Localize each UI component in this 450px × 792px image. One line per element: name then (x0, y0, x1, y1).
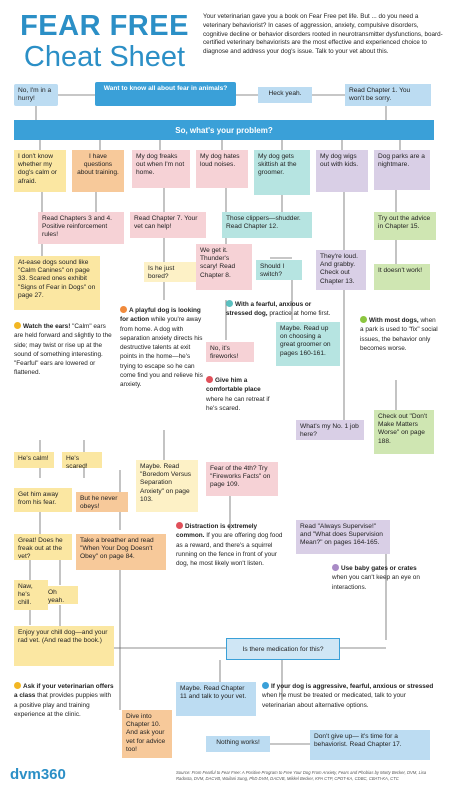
no-hurry-node: No, I'm in a hurry! (14, 84, 58, 106)
calm-canines-node: At-ease dogs sound like "Calm Canines" o… (14, 256, 100, 310)
tip-fearful-heading: With a fearful, anxious or stressed dog, (226, 301, 312, 318)
chapter-11-node: Maybe. Read Chapter 11 and talk to your … (176, 682, 256, 716)
boredom-node: Maybe. Read "Boredom Versus Separation A… (136, 460, 198, 512)
tip-most-dogs: With most dogs, when a park is used to "… (360, 316, 440, 353)
tip-watch-ears: Watch the ears! "Calm" ears are held for… (14, 322, 114, 378)
whats-my-job-node: What's my No. 1 job here? (296, 420, 364, 440)
category-home-alone: My dog freaks out when I'm not home. (132, 150, 190, 188)
green-dot-icon (360, 316, 367, 323)
fireworks-node: No, it's fireworks! (206, 342, 254, 362)
groomer-chapter-12: Those clippers—shudder. Read Chapter 12. (222, 212, 312, 238)
tip-baby-body: when you can't keep an eye on interactio… (332, 574, 420, 591)
tip-ears-body: "Calm" ears are held forward and slightl… (14, 323, 112, 377)
yellow-dot-icon-2 (14, 682, 21, 689)
purple-dot-icon (332, 564, 339, 571)
never-obeys-node: But he never obeys! (76, 492, 128, 512)
category-dog-parks: Dog parks are a nightmare. (374, 150, 430, 190)
scared-node: He's scared! (62, 452, 102, 470)
nothing-works-node: Nothing works! (206, 736, 270, 752)
red-dot-icon-2 (176, 522, 183, 529)
kids-chapter-13: They're loud. And grabby. Check out Chap… (316, 250, 366, 290)
medication-node: Is there medication for this? (226, 638, 340, 660)
get-away-node: Get him away from his fear. (14, 488, 72, 512)
groomer-pages-node: Maybe. Read up on choosing a great groom… (276, 322, 340, 366)
chapter-10-node: Dive into Chapter 10. And ask your vet f… (122, 710, 172, 758)
red-dot-icon (206, 376, 213, 383)
fear-4th-node: Fear of the 4th? Try "Fireworks Facts" o… (206, 462, 278, 496)
fear-question-node: Want to know all about fear in animals? (95, 82, 236, 106)
dont-make-worse-node: Check out "Don't Make Matters Worse" on … (374, 410, 434, 454)
tip-comfort-heading: Give him a comfortable place (206, 377, 261, 394)
category-training: I have questions about training. (72, 150, 124, 192)
should-switch-node: Should I switch? (256, 260, 302, 280)
tip-most-body: when a park is used to "fix" social issu… (360, 317, 438, 352)
oh-yeah-node: Oh yeah. (44, 586, 78, 604)
always-supervise-node: Read "Always Supervise!" and "What does … (296, 520, 390, 554)
read-chapter-7: Read Chapter 7. Your vet can help! (130, 212, 206, 238)
calm-node: He's calm! (14, 452, 54, 468)
yellow-dot-icon (14, 322, 21, 329)
logo-text: dvm360 (10, 766, 66, 783)
enjoy-node: Enjoy your chill dog—and your rad vet. (… (14, 626, 114, 666)
title-line-2: Cheat Sheet (23, 41, 186, 73)
tip-comfort-body: where he can retreat if he's scared. (206, 395, 270, 412)
intro-text: Your veterinarian gave you a book on Fea… (203, 13, 443, 56)
tip-aggressive: If your dog is aggressive, fearful, anxi… (262, 682, 438, 710)
tip-baby-heading: Use baby gates or crates (341, 565, 417, 572)
tip-playful-dog: A playful dog is looking for action whil… (120, 306, 206, 390)
just-bored-node: Is he just bored? (144, 262, 198, 282)
category-calm-afraid: I don't know whether my dog's calm or af… (14, 150, 66, 192)
tip-fearful-dog: With a fearful, anxious or stressed dog,… (226, 300, 336, 319)
orange-dot-icon (120, 306, 127, 313)
doesnt-work-node: It doesn't work! (374, 264, 430, 290)
chapter-17-node: Don't give up— it's time for a behaviori… (310, 730, 430, 760)
title-line-1: FEAR FREE (20, 10, 189, 42)
tip-ask-class: Ask if your veterinarian offers a class … (14, 682, 114, 719)
tip-aggressive-heading: If your dog is aggressive, fearful, anxi… (271, 683, 434, 690)
tip-class-body: that provides puppies with a positive pl… (14, 692, 112, 718)
category-kids: My dog wigs out with kids. (316, 150, 368, 192)
great-vet-node: Great! Does he freak out at the vet? (14, 534, 72, 560)
breather-node: Take a breather and read "When Your Dog … (76, 534, 166, 570)
try-chapter-15: Try out the advice in Chapter 15. (374, 212, 436, 240)
teal-dot-icon (226, 300, 233, 307)
tip-most-heading: With most dogs, (369, 317, 419, 324)
heck-yeah-node: Heck yeah. (258, 87, 312, 103)
page-title: FEAR FREE Cheat Sheet (12, 10, 197, 74)
tip-playful-body: while you're away from home. A dog with … (120, 316, 203, 389)
tip-ears-heading: Watch the ears! (23, 323, 71, 330)
tip-fearful-body: practice at home first. (269, 310, 331, 318)
tip-aggressive-body: when he must be treated or medicated, ta… (262, 692, 406, 709)
dvm360-logo: dvm360 (10, 766, 66, 783)
thunder-node: We get it. Thunder's scary! Read Chapter… (196, 244, 252, 290)
tip-distraction: Distraction is extremely common. If you … (176, 522, 286, 568)
tip-comfortable-place: Give him a comfortable place where he ca… (206, 376, 276, 413)
source-note: Source: From Fearful to Fear Free: A Pos… (176, 770, 427, 781)
blue-dot-icon (262, 682, 269, 689)
read-chapter-1-node: Read Chapter 1. You won't be sorry. (345, 84, 431, 106)
tip-baby-gates: Use baby gates or crates when you can't … (332, 564, 432, 592)
problem-bar: So, what's your problem? (14, 120, 434, 140)
naw-chill-node: Naw, he's chill. (14, 580, 48, 610)
tip-distraction-heading: Distraction is extremely common. (176, 523, 258, 540)
tip-distraction-body: If you are offering dog food as a reward… (176, 532, 283, 568)
tip-playful-heading: A playful dog is looking for action (120, 307, 201, 324)
tip-class-heading: Ask if your veterinarian offers a class (14, 683, 114, 700)
category-groomer: My dog gets skittish at the groomer. (254, 150, 310, 195)
read-chapters-3-4: Read Chapters 3 and 4. Positive reinforc… (38, 212, 124, 244)
category-loud-noises: My dog hates loud noises. (196, 150, 248, 188)
